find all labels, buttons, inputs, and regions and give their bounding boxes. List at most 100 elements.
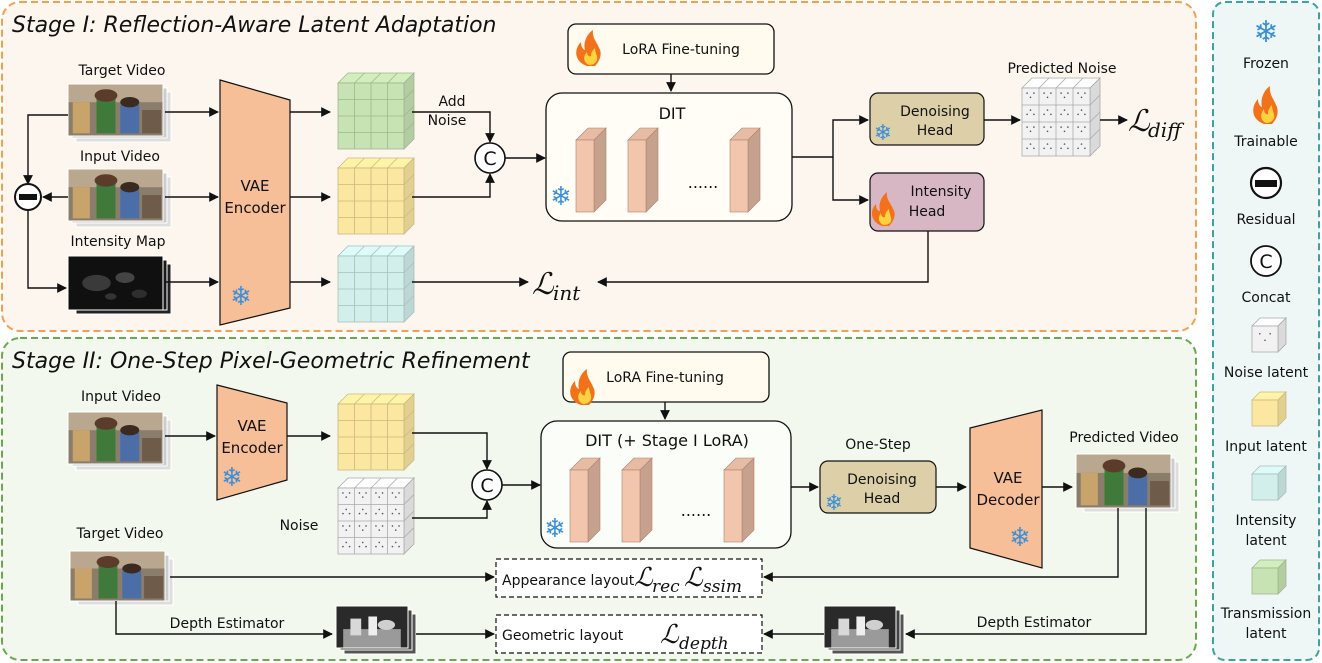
s1-intensity-head-line1: Intensity [911,184,972,200]
s1-add-noise-line1: Add [438,94,465,110]
s1-dit-dots: ...... [688,173,719,192]
legend-residual: Residual [1236,212,1295,228]
s2-input-video-label: Input Video [81,389,161,405]
s1-noise-latent-cube [1021,77,1101,157]
s1-denoising-head-line1: Denoising [900,104,970,120]
s2-lora-box [562,351,770,403]
legend-transmission-latent-line2: latent [1246,626,1287,642]
s1-residual-symbol [14,183,42,211]
s2-loss-rec: ℒ rec [634,563,680,597]
s1-concat-symbol: C [474,142,506,174]
flame-icon [871,192,895,226]
s1-lora-label: LoRA Fine-tuning [622,42,740,58]
stage1-title: Stage I: Reflection-Aware Latent Adaptat… [12,13,496,38]
svg-text:C: C [483,148,496,170]
snowflake-icon: ❄ [825,491,843,516]
s1-vae-encoder-line2: Encoder [224,199,286,217]
s2-depth-estimator-left: Depth Estimator [170,616,285,632]
s2-appearance-loss-box [495,558,763,598]
s2-input-video-frames [67,411,172,471]
s1-vae-encoder-line1: VAE [240,177,269,195]
flame-icon [1253,86,1278,124]
snowflake-icon: ❄ [544,514,566,544]
s1-intensity-head-line2: Head [909,204,946,220]
s1-intensity-map-frames [67,255,172,315]
svg-text:ℒ: ℒ [1128,104,1151,139]
svg-text:rec: rec [652,577,680,597]
s2-dit-dots: ...... [681,501,712,520]
s2-denoising-head-line2: Head [864,491,901,507]
legend-noise-latent: Noise latent [1224,365,1309,381]
snowflake-icon: ❄ [874,121,892,146]
legend-concat-symbol: C [1250,245,1282,277]
s2-vae-decoder [969,409,1043,569]
legend-transmission-latent-line1: Transmission [1220,606,1311,622]
s1-intensity-latent-cube [337,245,415,323]
s2-depth-map-right [823,605,905,655]
flame-icon [576,30,601,66]
legend-residual-symbol [1249,166,1283,200]
svg-text:diff: diff [1148,118,1185,142]
s1-input-video-label: Input Video [80,149,160,165]
s2-vae-decoder-line2: Decoder [976,491,1040,509]
s2-dit-label: DIT (+ Stage I LoRA) [585,431,749,450]
s2-appearance-label: Appearance layout [502,573,635,589]
s1-intensity-map-label: Intensity Map [71,234,166,250]
snowflake-icon: ❄ [221,463,243,493]
s1-denoising-head-line2: Head [917,123,954,139]
s2-depth-estimator-right: Depth Estimator [977,615,1092,631]
s1-denoising-head [869,92,985,146]
s1-input-video-frames [67,168,172,228]
svg-text:int: int [553,281,581,305]
s1-intensity-head [869,172,985,232]
s2-denoising-head-line1: Denoising [847,472,917,488]
snowflake-icon: ❄ [230,282,252,312]
svg-text:ℒ: ℒ [634,563,654,593]
s2-target-video-label: Target Video [76,526,164,542]
legend-concat: Concat [1242,290,1291,306]
legend-trainable: Trainable [1233,134,1298,150]
snowflake-icon: ❄ [1009,523,1031,553]
s1-dit-blocks [575,127,761,213]
svg-text:ssim: ssim [703,577,742,597]
snowflake-icon: ❄ [1253,15,1278,50]
svg-text:depth: depth [679,634,729,654]
s2-predicted-video-frames [1075,453,1180,513]
s1-loss-int: ℒ int [532,267,581,305]
s2-predicted-video-label: Predicted Video [1069,430,1178,446]
s2-lora-label: LoRA Fine-tuning [606,370,724,386]
svg-text:ℒ: ℒ [532,267,555,302]
s2-vae-decoder-line1: VAE [993,469,1022,487]
s2-one-step-label: One-Step [845,437,911,453]
s1-vae-encoder [219,79,291,326]
s1-loss-diff: ℒ diff [1128,104,1185,142]
stage2-title: Stage II: One-Step Pixel-Geometric Refin… [12,349,531,374]
legend-noise-latent-cube [1251,317,1287,353]
s2-depth-map-left [335,605,417,655]
s1-input-latent-cube [337,157,415,235]
s1-dit-label: DIT [659,104,686,123]
legend-frozen: Frozen [1243,56,1289,72]
s2-dit-blocks [569,457,755,543]
flame-icon [570,369,595,405]
s2-geometric-label: Geometric layout [502,628,624,644]
legend-intensity-latent-line1: Intensity [1236,513,1297,529]
s2-loss-ssim: ℒ ssim [684,563,742,597]
s1-target-video-frames [67,83,172,143]
s2-input-latent-cube [337,393,415,471]
snowflake-icon: ❄ [550,182,572,212]
legend-input-latent: Input latent [1225,439,1307,455]
s2-vae-encoder-line1: VAE [237,417,266,435]
s2-geometric-loss-box [495,614,763,654]
s1-transmission-latent-cube [337,72,415,150]
svg-text:C: C [480,475,493,497]
s2-target-video-frames [69,550,174,606]
s2-noise-latent-cube [337,477,415,555]
legend-intensity-latent-cube [1251,465,1287,501]
svg-text:C: C [1259,251,1272,273]
s2-noise-label: Noise [280,518,319,534]
svg-text:ℒ: ℒ [660,620,680,650]
legend-input-latent-cube [1251,391,1287,427]
legend-transmission-latent-cube [1251,559,1287,595]
